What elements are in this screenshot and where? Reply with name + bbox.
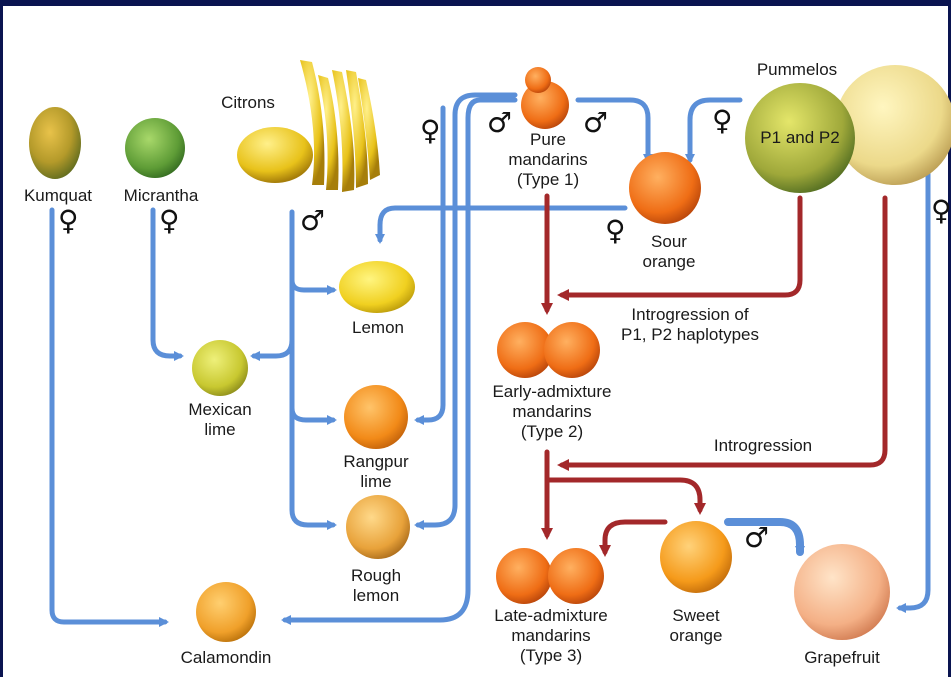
male-symbol-citron: ♂ — [300, 206, 325, 236]
rangpur-lime-fruit — [344, 385, 408, 449]
label-introgression: Introgression — [700, 436, 826, 456]
label-mexican-lime: Mexican lime — [178, 400, 262, 440]
label-pure-mandarins: Pure mandarins (Type 1) — [498, 130, 598, 190]
male-symbol-mandarin-left: ♂ — [487, 108, 512, 138]
arrow-citron-rangpur — [292, 408, 333, 420]
female-symbol-pummelo-right: ♀ — [931, 196, 951, 226]
label-pummelos: Pummelos — [752, 60, 842, 80]
label-micrantha: Micrantha — [118, 186, 204, 206]
citron-fruit — [237, 60, 380, 192]
arrow-early-to-sweet-orange — [547, 480, 700, 510]
rough-lemon-fruit — [346, 495, 410, 559]
label-grapefruit: Grapefruit — [790, 648, 894, 668]
male-symbol-sweet-orange: ♂ — [744, 523, 769, 553]
arrow-sour-orange-lemon — [380, 208, 625, 240]
female-symbol-kumquat: ♀ — [58, 206, 79, 236]
lemon-fruit — [339, 261, 415, 313]
label-sour-orange: Sour orange — [633, 232, 705, 272]
label-kumquat: Kumquat — [22, 186, 94, 206]
male-symbol-mandarin-right: ♂ — [583, 108, 608, 138]
female-symbol-mandarin: ♀ — [420, 116, 441, 146]
female-symbol-pummelo: ♀ — [712, 106, 733, 136]
arrow-sweet-orange-to-late — [605, 522, 665, 552]
label-lemon: Lemon — [340, 318, 416, 338]
female-symbol-sour-orange: ♀ — [605, 216, 626, 246]
micrantha-fruit — [125, 118, 185, 178]
early-mandarin-fruit — [497, 322, 600, 378]
label-rough-lemon: Rough lemon — [336, 566, 416, 606]
label-p1-and-p2: P1 and P2 — [752, 128, 848, 148]
late-mandarin-fruit — [496, 548, 604, 604]
grapefruit-fruit — [794, 544, 890, 640]
label-late-admixture-mandarins: Late-admixture mandarins (Type 3) — [478, 606, 624, 666]
arrow-mandarin-rangpur — [418, 108, 443, 420]
mexican-lime-fruit — [192, 340, 248, 396]
arrow-citron-mexican-lime — [254, 340, 292, 356]
arrow-kumquat-calamondin — [52, 210, 165, 622]
introgression-arrows — [547, 196, 885, 552]
female-symbol-micrantha: ♀ — [159, 206, 180, 236]
label-calamondin: Calamondin — [168, 648, 284, 668]
label-citrons: Citrons — [213, 93, 283, 113]
kumquat-fruit — [29, 107, 81, 179]
label-introgression-p1-p2: Introgression of P1, P2 haplotypes — [598, 305, 782, 345]
arrow-pummelo-grapefruit — [900, 165, 928, 608]
pure-mandarin-fruit — [521, 67, 569, 129]
arrow-citron-lemon — [292, 280, 333, 290]
label-sweet-orange: Sweet orange — [656, 606, 736, 646]
label-rangpur-lime: Rangpur lime — [336, 452, 416, 492]
arrow-citron-trunk — [292, 212, 333, 525]
sweet-orange-fruit — [660, 521, 732, 593]
label-early-admixture-mandarins: Early-admixture mandarins (Type 2) — [478, 382, 626, 442]
sour-orange-fruit — [629, 152, 701, 224]
calamondin-fruit — [196, 582, 256, 642]
